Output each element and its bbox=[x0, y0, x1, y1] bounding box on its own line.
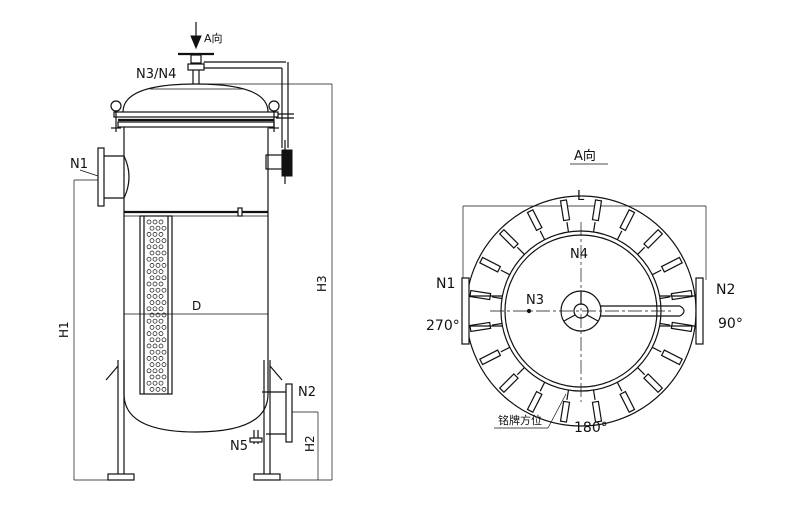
dimension-h1: H1 bbox=[57, 179, 108, 481]
top-flange bbox=[110, 100, 280, 132]
height-h3-label: H3 bbox=[315, 275, 329, 292]
view-a-title: A向 bbox=[574, 148, 596, 164]
height-h1-label: H1 bbox=[57, 321, 71, 338]
handwheel bbox=[178, 52, 214, 84]
top-nozzle-label: N3/N4 bbox=[136, 67, 176, 82]
outlet-label: N2 bbox=[298, 385, 316, 400]
clamp-bolts bbox=[469, 199, 693, 423]
top-head bbox=[122, 83, 269, 113]
filter-basket bbox=[139, 215, 173, 395]
dimension-h2: H2 bbox=[292, 411, 319, 480]
diameter-label: D bbox=[192, 299, 201, 313]
view-a-n1-label: N1 bbox=[436, 276, 455, 292]
inlet-label: N1 bbox=[70, 157, 88, 172]
support-legs bbox=[105, 360, 283, 481]
view-a-angle-180: 180° bbox=[574, 420, 608, 436]
davit-arm bbox=[203, 61, 294, 148]
inlet-nozzle-n1: N1 bbox=[70, 147, 130, 207]
view-arrow: A向 bbox=[190, 22, 223, 50]
outlet-nozzle-n2: N2 bbox=[262, 383, 316, 443]
view-a-n2-label: N2 bbox=[716, 282, 735, 298]
view-a-n4-label: N4 bbox=[570, 247, 588, 262]
drain-label: N5 bbox=[230, 439, 248, 454]
bottom-head bbox=[123, 393, 269, 433]
view-arrow-label: A向 bbox=[204, 31, 223, 45]
view-a-nozzle-n2 bbox=[695, 277, 704, 345]
height-h2-label: H2 bbox=[303, 435, 317, 452]
view-a-n3-label: N3 bbox=[526, 293, 544, 308]
front-view: A向 N3/N4 bbox=[57, 22, 333, 481]
view-a-angle-270: 270° bbox=[426, 318, 460, 334]
view-a-angle-90: 90° bbox=[718, 316, 743, 332]
view-a: A向 L N1 270° N2 90 bbox=[426, 148, 743, 436]
dimension-h3: H3 bbox=[196, 83, 333, 481]
view-a-nozzle-n1 bbox=[461, 277, 470, 345]
drain-nozzle-n5: N5 bbox=[230, 430, 263, 454]
basket-perforations bbox=[146, 219, 167, 392]
hinge bbox=[265, 140, 293, 184]
nameplate-label: 铭牌方位 bbox=[498, 413, 542, 427]
